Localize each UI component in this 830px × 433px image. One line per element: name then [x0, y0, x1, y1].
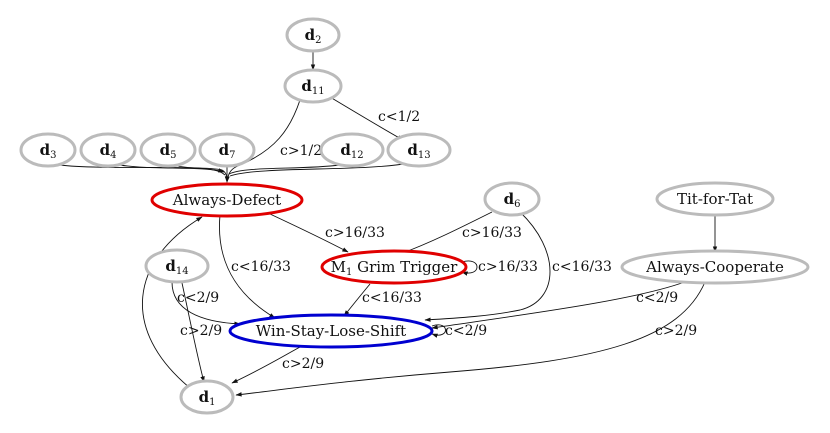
edge-d14-wsls: [171, 281, 241, 326]
edge-d5-always-defect: [172, 164, 226, 176]
node-always-defect: Always-Defect: [150, 182, 304, 218]
node-d11: d11: [283, 68, 343, 104]
svg-text:d7: d7: [219, 141, 236, 161]
edge-label-always-cooperate-d1: c>2/9: [655, 323, 697, 339]
node-d7: d7: [198, 132, 256, 168]
edge-d12-always-defect: [228, 164, 341, 175]
edge-d13-always-defect: [229, 162, 411, 177]
edge-d3-always-defect: [59, 164, 230, 183]
svg-text:d12: d12: [340, 141, 363, 161]
edge-label-always-defect-wsls: c<16/33: [231, 259, 291, 275]
nodes: d2 d11 d3 d4 d5 d7 d12: [19, 17, 810, 415]
svg-text:Always-Defect: Always-Defect: [172, 191, 281, 209]
node-d2: d2: [285, 17, 341, 53]
node-d12: d12: [319, 132, 385, 168]
edge-label-d14-wsls: c<2/9: [177, 290, 219, 306]
node-m1-grim-trigger: M1 Grim Trigger: [320, 249, 468, 285]
edge-label-always-cooperate-wsls: c<2/9: [636, 290, 678, 306]
node-d6: d6: [483, 181, 541, 217]
edge-label-m1-wsls: c<16/33: [362, 290, 422, 306]
svg-text:d11: d11: [301, 77, 324, 97]
node-always-cooperate: Always-Cooperate: [620, 249, 810, 285]
edge-label-always-defect-m1: c>16/33: [325, 225, 385, 241]
svg-text:d4: d4: [100, 141, 117, 161]
edge-always-cooperate-d1: [235, 281, 706, 397]
edge-always-defect-wsls: [219, 214, 276, 319]
node-d3: d3: [19, 132, 77, 168]
node-d14: d14: [144, 248, 210, 284]
svg-text:Win-Stay-Lose-Shift: Win-Stay-Lose-Shift: [256, 322, 406, 340]
edge-label-m1-self: c>16/33: [478, 259, 538, 275]
svg-text:M1 Grim Trigger: M1 Grim Trigger: [331, 258, 458, 278]
node-d4: d4: [79, 132, 137, 168]
node-win-stay-lose-shift: Win-Stay-Lose-Shift: [228, 313, 434, 349]
edge-wsls-d1: [231, 346, 301, 384]
edge-label-d6-wsls: c<16/33: [552, 259, 612, 275]
edge-m1-wsls: [343, 283, 371, 317]
svg-text:d3: d3: [40, 141, 57, 161]
svg-text:Always-Cooperate: Always-Cooperate: [645, 258, 784, 276]
edge-always-defect-m1: [269, 213, 349, 253]
edge-labels: c<1/2 c>1/2 c>16/33 c>16/33 c>16/33 c<16…: [177, 109, 697, 372]
edge-m1-self: [461, 260, 478, 276]
svg-text:d14: d14: [165, 257, 188, 277]
node-d13: d13: [386, 132, 452, 168]
node-d5: d5: [139, 132, 197, 168]
edge-label-d6-m1: c>16/33: [462, 225, 522, 241]
svg-text:d13: d13: [407, 141, 430, 161]
edge-label-d11-d13: c<1/2: [378, 109, 420, 125]
edge-label-d14-d1: c>2/9: [180, 323, 222, 339]
svg-text:d1: d1: [199, 388, 216, 408]
svg-text:d5: d5: [160, 141, 177, 161]
edge-d11-d13: [329, 96, 404, 141]
edge-label-d11-always-defect: c>1/2: [280, 143, 322, 159]
node-tit-for-tat: Tit-for-Tat: [655, 181, 775, 217]
edge-d1-always-defect: [142, 216, 203, 389]
node-d1: d1: [179, 379, 235, 415]
edge-label-wsls-self: c<2/9: [445, 323, 487, 339]
edge-d6-wsls: [424, 211, 551, 322]
svg-text:Tit-for-Tat: Tit-for-Tat: [677, 190, 753, 208]
edge-d14-d1: [181, 282, 205, 383]
svg-text:d2: d2: [305, 26, 322, 46]
edge-label-wsls-d1: c>2/9: [282, 356, 324, 372]
svg-text:d6: d6: [504, 190, 521, 210]
edge-always-cooperate-wsls: [431, 279, 691, 330]
